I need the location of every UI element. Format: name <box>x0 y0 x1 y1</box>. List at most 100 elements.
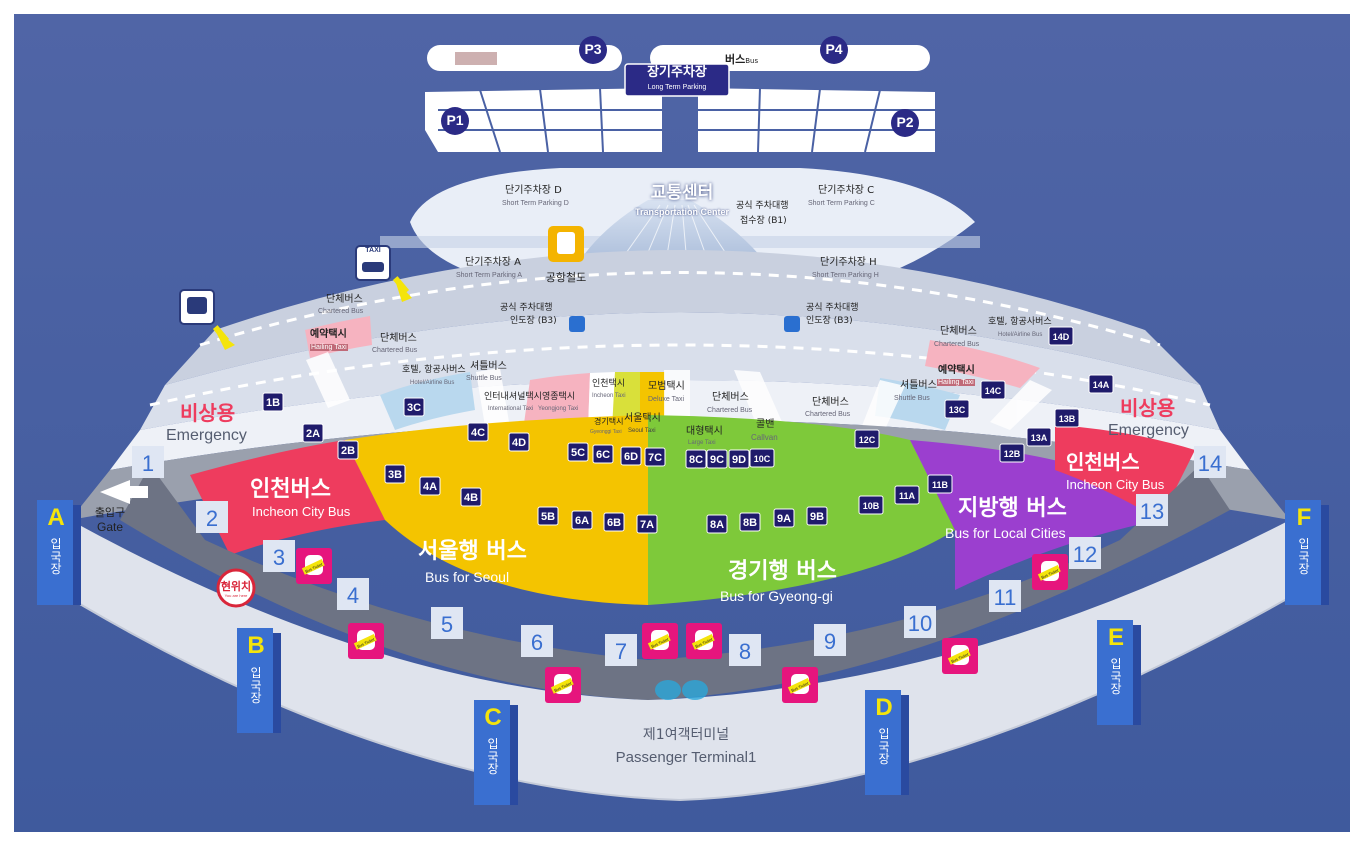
stop-badge-4c: 4C <box>467 422 489 442</box>
stop-badge-text: 5B <box>541 511 555 523</box>
stop-badge-6a: 6A <box>571 510 593 530</box>
ticket-strip <box>1037 565 1061 581</box>
gate-box <box>989 580 1021 612</box>
bus-ticket-icon: Bus Ticket <box>348 623 384 659</box>
stop-badge-2b: 2B <box>337 440 359 460</box>
parking-icon-left <box>569 316 585 332</box>
gate-number: 14 <box>1198 451 1222 476</box>
gate-6: 6 <box>521 625 553 657</box>
stop-badge-box <box>1088 374 1114 394</box>
shuttle-1-en: Shuttle Bus <box>466 375 502 382</box>
long-term-parking-kr: 장기주차장 <box>647 65 707 80</box>
ticket-strip <box>787 678 811 694</box>
zone-incheon-left-kr: 인천버스 <box>250 477 331 502</box>
gate-12: 12 <box>1069 537 1101 569</box>
zone-incheon-left <box>190 440 385 555</box>
stop-badge-7a: 7A <box>636 514 658 534</box>
gate-number: 10 <box>908 611 932 636</box>
hotel-2-en: Hotel/Airline Bus <box>998 332 1043 338</box>
gate-number: 5 <box>441 612 453 637</box>
stop-badge-box <box>728 449 750 469</box>
p1-marker <box>441 107 469 135</box>
gate-number: 9 <box>824 629 836 654</box>
you-are-here-en: You are here <box>224 593 248 598</box>
gate-number: 13 <box>1140 499 1164 524</box>
gate-box <box>263 540 295 572</box>
chartered-4-kr: 단체버스 <box>812 397 849 408</box>
shuttle-2-kr: 셔틀버스 <box>900 380 937 391</box>
stop-badge-10b: 10B <box>858 495 884 515</box>
bus-ticket-icon: Bus Ticket <box>545 667 581 703</box>
stop-badge-text: 2A <box>306 428 320 440</box>
stop-badge-text: 4B <box>464 492 478 504</box>
stop-badge-box <box>858 495 884 515</box>
bus-ticket-icon: Bus Ticket <box>686 623 722 659</box>
gate-box <box>904 606 936 638</box>
stop-badge-box <box>927 474 953 494</box>
transport-center-en: Transportation Center <box>634 207 729 217</box>
deluxe-kr: 모범택시 <box>648 381 685 392</box>
exit-arrow-icon <box>100 480 148 504</box>
shuttle-2-en: Shuttle Bus <box>894 395 930 402</box>
hotel-1-en: Hotel/Airline Bus <box>410 380 455 386</box>
stop-badge-13c: 13C <box>944 399 970 419</box>
stop-badge-text: 6C <box>596 449 610 461</box>
gate-number: 11 <box>994 585 1017 610</box>
stop-badge-text: 4A <box>423 481 437 493</box>
zone-seoul-kr: 서울행 버스 <box>418 539 527 564</box>
ticket-strip <box>647 634 671 650</box>
gate-number: 8 <box>739 639 751 664</box>
gate-10: 10 <box>904 606 936 638</box>
hailing-2-en: Hailing Taxi <box>937 379 975 387</box>
stop-badge-text: 10C <box>754 454 771 464</box>
long-term-parking-sign <box>624 63 730 97</box>
entrance-f-letter: F <box>1296 504 1312 531</box>
stop-badge-14d: 14D <box>1048 326 1074 346</box>
long-term-parking-en: Long Term Parking <box>647 84 707 91</box>
stop-badge-box <box>894 485 920 505</box>
gate-box <box>196 501 228 533</box>
deluxe-en: Deluxe Taxi <box>648 396 685 403</box>
stop-badge-text: 5C <box>571 447 585 459</box>
ticket-strip <box>550 678 574 694</box>
gate-number: 3 <box>273 545 285 570</box>
stop-badge-text: 14C <box>985 386 1002 396</box>
chartered-2-en: Chartered Bus <box>372 347 418 354</box>
gate-box <box>814 624 846 656</box>
stop-badge-box <box>467 422 489 442</box>
valet-reception-2: 접수장 (B1) <box>740 216 787 226</box>
stop-badge-text: 6B <box>607 517 621 529</box>
stop-badge-text: 3B <box>388 469 402 481</box>
stop-badge-1b: 1B <box>262 392 284 412</box>
stop-badge-5b: 5B <box>537 506 559 526</box>
stop-badge-box <box>944 399 970 419</box>
stop-badge-8c: 8C <box>685 449 707 469</box>
gate-3: 3 <box>263 540 295 572</box>
gate-8: 8 <box>729 634 761 666</box>
stop-badge-9a: 9A <box>773 508 795 528</box>
stop-badge-14c: 14C <box>980 380 1006 400</box>
gate-box <box>521 625 553 657</box>
valet-left-2: 인도장 (B3) <box>510 316 557 326</box>
stop-badge-4a: 4A <box>419 476 441 496</box>
intl-taxi-en: International Taxi <box>488 406 534 412</box>
stop-badge-text: 13C <box>949 405 966 415</box>
hotel-1-kr: 호텔, 항공사버스 <box>402 365 466 375</box>
gyeonggi-taxi-kr: 경기택시 <box>594 417 624 426</box>
incheon-taxi-en: Incheon Taxi <box>592 393 626 399</box>
gate-box <box>431 607 463 639</box>
chartered-5-en: Chartered Bus <box>934 341 980 348</box>
stop-badge-box <box>1048 326 1074 346</box>
stop-badge-text: 9B <box>810 511 824 523</box>
stop-badge-text: 8C <box>689 454 703 466</box>
entrance-pillars <box>37 500 1329 805</box>
stop-badge-text: 9C <box>710 454 724 466</box>
large-taxi-en: Large Taxi <box>688 440 716 446</box>
stop-badge-box <box>403 397 425 417</box>
gate-11: 11 <box>989 580 1021 612</box>
stop-badge-box <box>999 443 1025 463</box>
